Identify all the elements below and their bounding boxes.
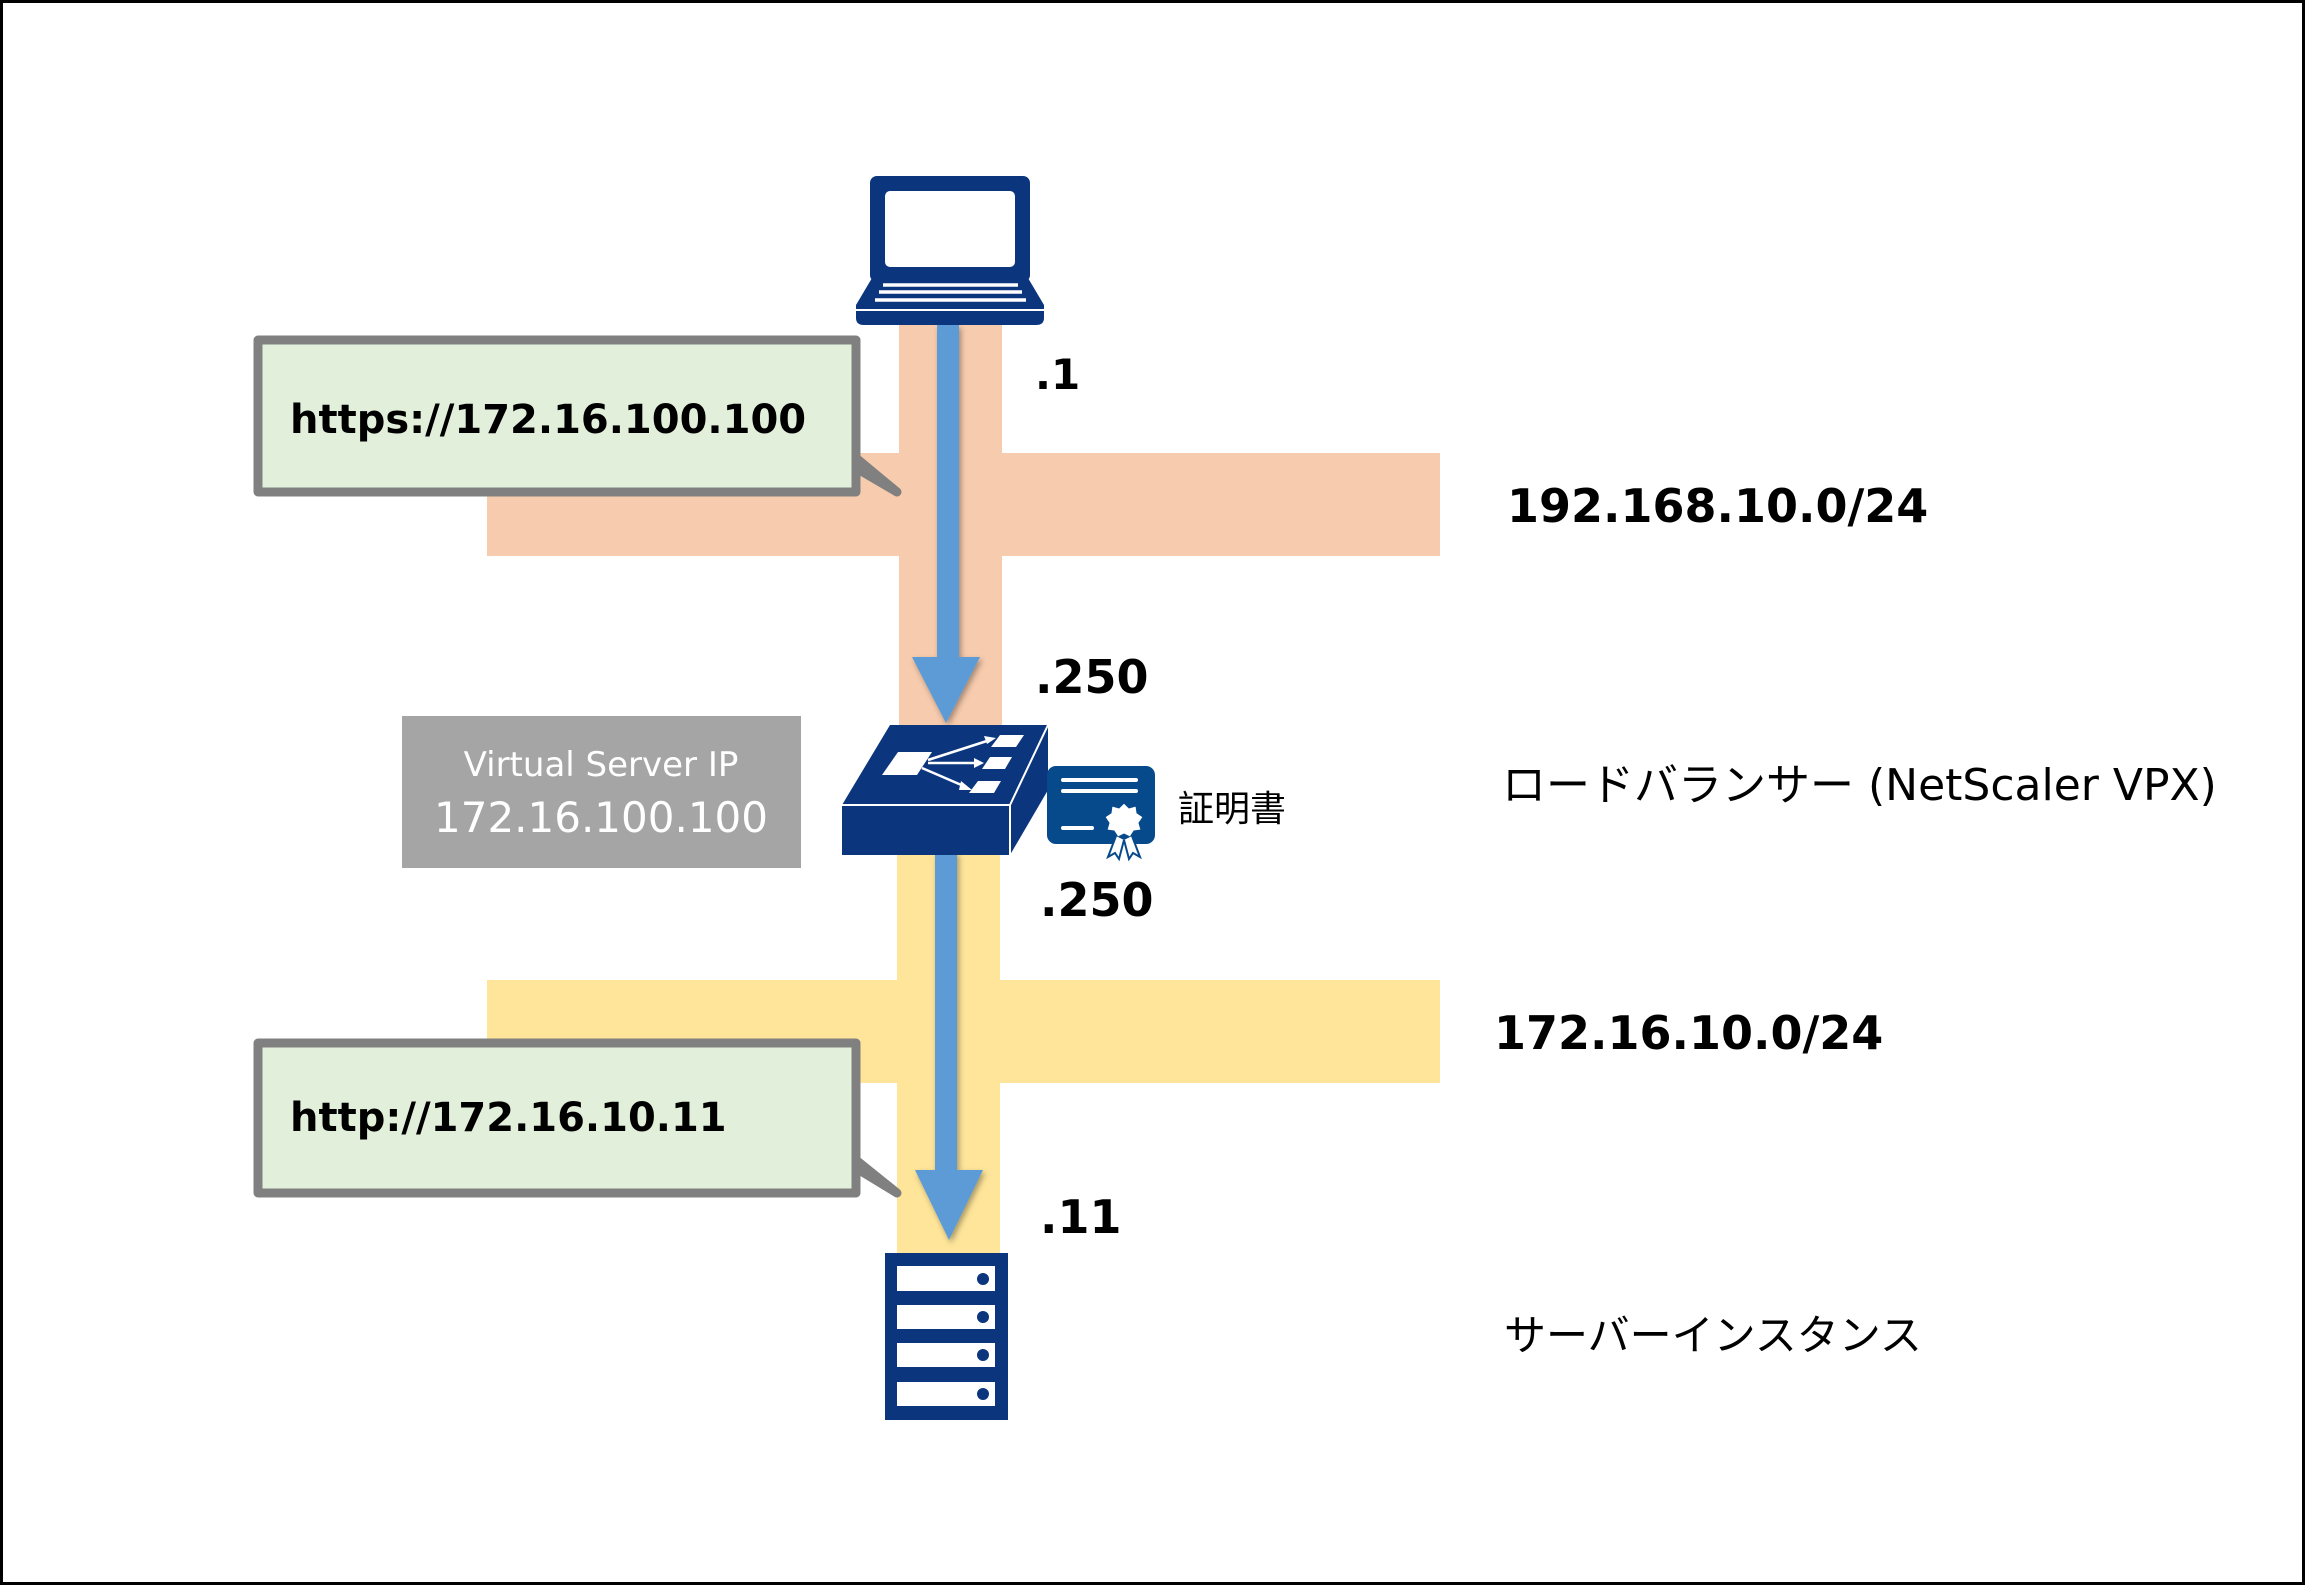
server-icon — [885, 1253, 1008, 1420]
client-request-callout: https://172.16.100.100 — [253, 335, 902, 497]
lower-network-cidr: 172.16.10.0/24 — [1494, 1006, 1883, 1060]
arrow-shaft — [935, 852, 957, 1174]
server-request-url: http://172.16.10.11 — [290, 1095, 727, 1141]
flow-arrow-lb-to-server — [915, 852, 983, 1240]
upper-network-cidr: 192.168.10.0/24 — [1507, 479, 1928, 533]
lb-lower-ip-suffix: .250 — [1040, 873, 1154, 927]
load-balancer-label: ロードバランサー (NetScaler VPX) — [1502, 760, 2217, 811]
arrow-down-icon — [912, 657, 980, 723]
flow-arrow-client-to-lb — [912, 325, 980, 723]
virtual-server-ip-box: Virtual Server IP 172.16.100.100 — [402, 716, 801, 868]
server-label: サーバーインスタンス — [1504, 1311, 1922, 1360]
client-ip-suffix: .1 — [1035, 350, 1080, 399]
client-request-url: https://172.16.100.100 — [290, 397, 806, 443]
certificate-label: 証明書 — [1178, 789, 1286, 830]
virtual-server-ip: 172.16.100.100 — [434, 793, 768, 842]
arrow-shaft — [937, 325, 959, 660]
load-balancer-icon — [842, 724, 1049, 855]
server-ip-suffix: .11 — [1040, 1190, 1122, 1244]
lower-network-segment — [487, 852, 1440, 1254]
certificate-icon — [1047, 766, 1155, 862]
virtual-server-title: Virtual Server IP — [464, 745, 739, 785]
arrow-down-icon — [915, 1170, 983, 1240]
server-request-callout: http://172.16.10.11 — [253, 1038, 902, 1198]
laptop-icon — [856, 176, 1044, 325]
lb-upper-ip-suffix: .250 — [1035, 650, 1149, 704]
